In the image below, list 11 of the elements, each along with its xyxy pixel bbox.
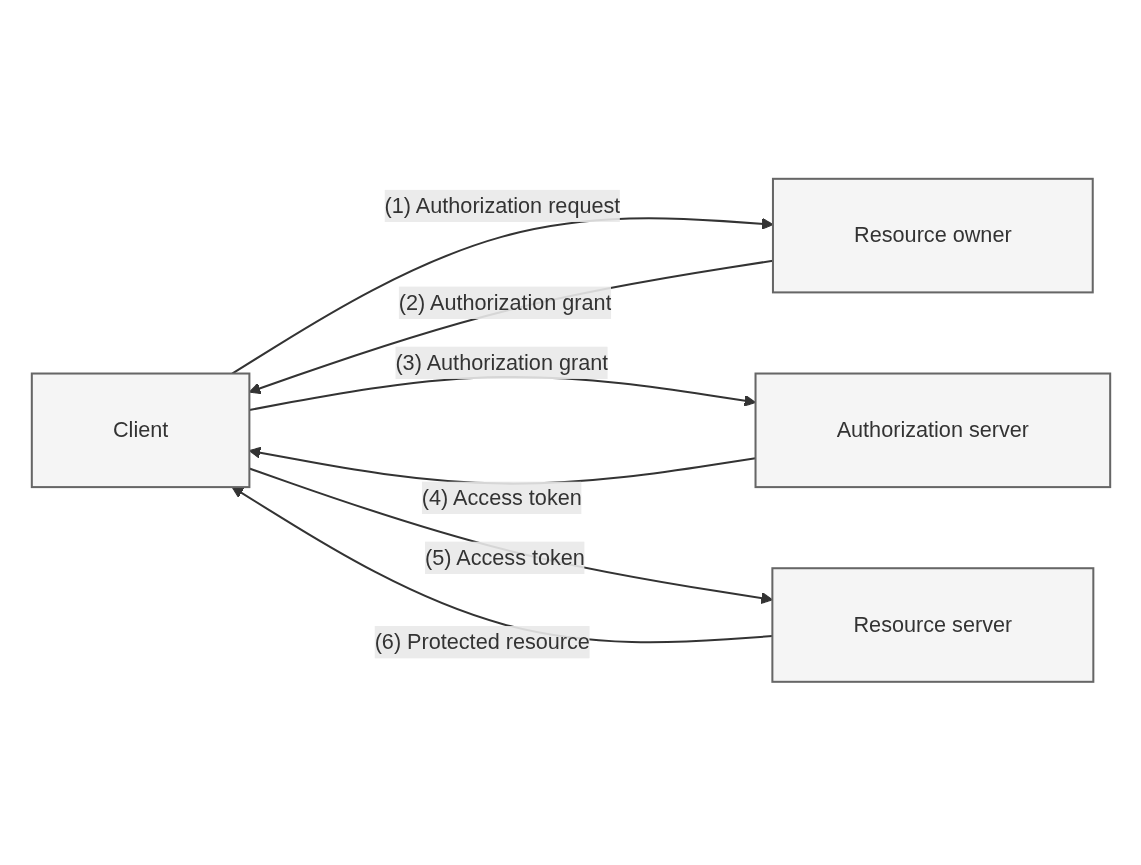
edge-label: (6) Protected resource: [374, 630, 590, 654]
node-box: Resource server: [770, 567, 1094, 683]
node-box: Client: [30, 372, 250, 489]
node-box: Authorization server: [754, 372, 1111, 489]
arrow: [248, 259, 773, 395]
edge-label: (5) Access token: [424, 545, 585, 569]
edge-label: (3) Authorization grant: [394, 350, 608, 374]
edge-label: (2) Authorization grant: [398, 290, 612, 314]
node-box: Resource owner: [771, 178, 1094, 294]
edge-label: (1) Authorization request: [384, 193, 620, 217]
edge-label: (4) Access token: [421, 485, 582, 509]
